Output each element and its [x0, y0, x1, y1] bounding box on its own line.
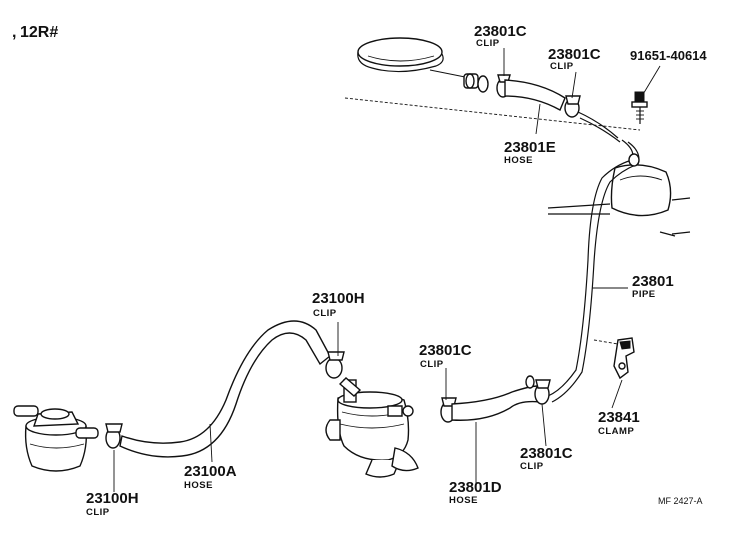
- reference-code: MF 2427-A: [658, 496, 703, 506]
- part-name: CLIP: [420, 359, 444, 370]
- bolt-91651: [631, 91, 648, 124]
- part-label-3: 91651-40614: [630, 48, 707, 63]
- fuel-filter: [13, 405, 99, 472]
- part-number: 23100H: [86, 490, 139, 507]
- part-label-11: 23100H CLIP: [86, 490, 139, 518]
- part-number: 23801C: [419, 342, 472, 359]
- part-number: 23100H: [312, 290, 365, 307]
- part-label-8: 23841 CLAMP: [598, 409, 640, 437]
- part-number: 91651-40614: [630, 48, 707, 63]
- part-name: CLIP: [476, 38, 500, 49]
- part-number: 23100A: [184, 463, 237, 480]
- part-label-4: 23801E HOSE: [504, 139, 556, 166]
- part-name: PIPE: [632, 289, 656, 300]
- svg-text:,: ,: [12, 24, 16, 41]
- part-label-5: 23801 PIPE: [632, 273, 674, 300]
- part-label-12: 23801D HOSE: [449, 479, 502, 506]
- fuel-pipe-23801: [547, 139, 640, 403]
- part-number: 23801E: [504, 139, 556, 156]
- model-label-text: 12R#: [20, 24, 58, 41]
- part-number: 23801: [632, 273, 674, 290]
- part-number: 23841: [598, 409, 640, 426]
- part-name: CLIP: [550, 61, 574, 72]
- part-number: 23801D: [449, 479, 502, 496]
- part-label-10: 23100A HOSE: [184, 463, 237, 491]
- leader-lines: [113, 48, 661, 492]
- fuel-pump: [325, 377, 419, 478]
- part-number: 23801C: [520, 445, 573, 462]
- part-name: CLIP: [313, 308, 337, 319]
- part-label-9: 23801C CLIP: [520, 445, 573, 472]
- engine-outline: [344, 37, 691, 237]
- part-name: HOSE: [504, 155, 533, 166]
- part-name: HOSE: [184, 480, 213, 491]
- part-label-7: 23801C CLIP: [419, 342, 472, 370]
- part-number: 23801C: [474, 23, 527, 40]
- model-label: , 12R#: [12, 24, 58, 41]
- part-name: HOSE: [449, 495, 478, 506]
- upper-hose-assembly: [463, 73, 621, 143]
- part-name: CLIP: [520, 461, 544, 472]
- part-name: CLIP: [86, 507, 110, 518]
- hose-23100a: [105, 320, 345, 458]
- lower-hose-23801d: [440, 375, 551, 423]
- part-label-2: 23801C CLIP: [548, 46, 601, 72]
- part-name: CLAMP: [598, 426, 634, 437]
- part-label-6: 23100H CLIP: [312, 290, 365, 319]
- part-number: 23801C: [548, 46, 601, 63]
- part-label-1: 23801C CLIP: [474, 23, 527, 49]
